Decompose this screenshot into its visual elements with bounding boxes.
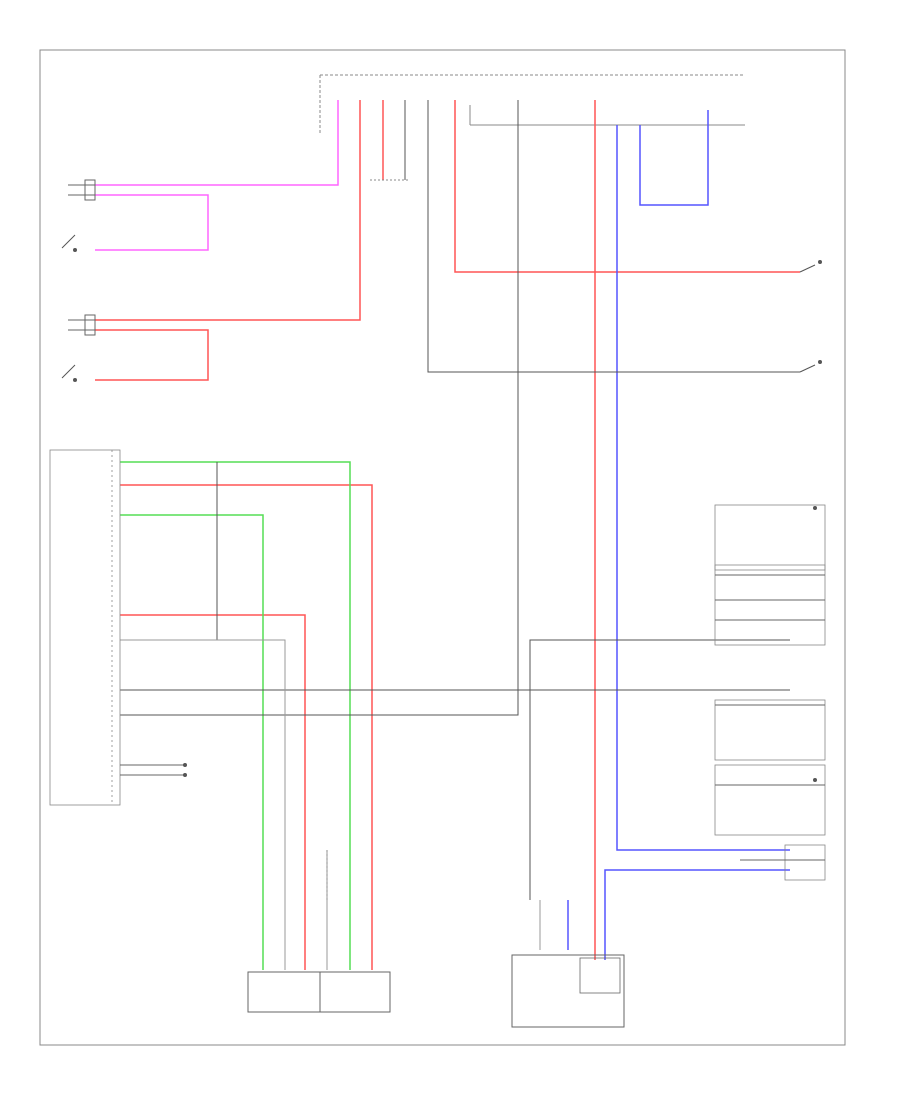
bottom-right-unit — [511, 954, 625, 1028]
courtesy-switch-lower-right — [799, 360, 822, 373]
pink-circuit — [95, 100, 339, 251]
black-circuits — [120, 100, 800, 900]
green-circuits — [120, 461, 351, 970]
left-side-module — [49, 449, 121, 806]
red-circuits — [95, 100, 800, 970]
lamp-module-right-2 — [714, 564, 826, 646]
blue-circuits — [567, 110, 790, 960]
bottom-center-unit — [247, 971, 391, 1013]
diagram-border — [39, 49, 846, 1046]
lamp-module-right-5 — [740, 844, 826, 881]
courtesy-switch-lower-left — [61, 314, 96, 382]
courtesy-switch-upper-left — [61, 179, 96, 252]
lamp-module-right-3 — [714, 699, 826, 761]
lamp-module-right-4 — [714, 764, 826, 836]
lamp-module-right-1 — [714, 504, 826, 571]
top-unit — [319, 74, 745, 135]
courtesy-switch-upper-right — [799, 260, 822, 273]
side-splice — [120, 763, 187, 777]
